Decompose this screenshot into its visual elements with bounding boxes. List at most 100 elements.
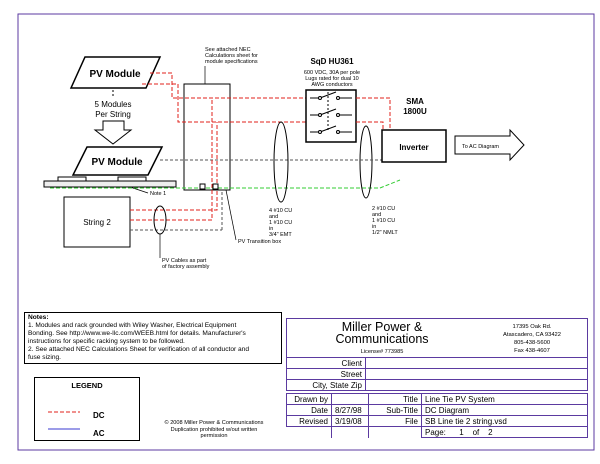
emt-line2: and (269, 214, 278, 220)
page-of: of (472, 427, 480, 437)
string2-box (63, 196, 131, 248)
racking-rail (43, 180, 177, 188)
date-label: Date (286, 404, 332, 416)
ground-wire-inverter (379, 179, 401, 189)
sma-brand: SMA (406, 97, 424, 106)
rack-clamp-2 (117, 176, 147, 182)
date-value: 8/27/98 (331, 404, 369, 416)
inverter-box (381, 129, 447, 163)
sqd-disconnect-box (305, 89, 357, 143)
file-label: File (368, 415, 422, 427)
company-name: Miller Power & Communications (287, 320, 477, 346)
copyright-notice: © 2008 Miller Power & Communications Dup… (150, 420, 278, 440)
note1-label: Note 1 (150, 191, 166, 197)
client-table: Client Street City, State Zip (286, 357, 588, 391)
title-label: Title (368, 393, 422, 405)
sqd-spec-line3: AWG conductors (311, 82, 353, 88)
note-line-4: 2. See attached NEC Calculations Sheet f… (28, 346, 250, 353)
file-value: SB Line tie 2 string.vsd (421, 415, 588, 427)
copyright-line1: © 2008 Miller Power & Communications (164, 420, 264, 426)
down-arrow-icon (93, 120, 133, 145)
nmlt-line3: 1 #10 CU (372, 218, 395, 224)
pv-module-bottom-label: PV Module (91, 157, 143, 168)
string2-label: String 2 (83, 218, 111, 227)
nec-note-line3: module specifications (205, 59, 258, 65)
sqd-spec-line2: Lugs rated for dual 10 (305, 76, 359, 82)
modules-per-string-line2: Per String (95, 110, 131, 119)
page-spacer-2 (331, 426, 369, 438)
address-fax: Fax 438-4607 (514, 348, 550, 354)
address-phone: 805-438-5600 (513, 340, 551, 346)
page-cell: Page: 1 of 2 (421, 426, 588, 438)
nmlt-line2: and (372, 212, 381, 218)
nmlt-line1: 2 #10 CU (372, 206, 395, 212)
pv-cables-line2: of factory assembly (162, 264, 210, 270)
nec-note-line2: Calculations sheet for (205, 53, 258, 59)
copyright-line3: permission (200, 433, 228, 439)
address-city: Atascadero, CA 93422 (502, 332, 561, 338)
pv-module-top (69, 56, 162, 89)
client-label: Client (286, 357, 366, 369)
legend-title: LEGEND (71, 381, 103, 390)
company-block: Miller Power & Communications License# 7… (286, 318, 588, 358)
emt-line5: 3/4" EMT (269, 232, 292, 238)
company-name-line2: Communications (335, 332, 429, 346)
page-border (17, 13, 595, 451)
pv-module-bottom (71, 146, 164, 176)
page-spacer-1 (286, 426, 332, 438)
terminal-1 (199, 183, 206, 190)
to-ac-label: To AC Diagram (462, 144, 499, 150)
street-value (365, 368, 588, 380)
subtitle-value: DC Diagram (421, 404, 588, 416)
nmlt-line5: 1/2" NMLT (372, 230, 398, 236)
dc-wire-s2-pos (130, 122, 218, 211)
note-line-5: fuse sizing. (28, 354, 61, 361)
page-total: 2 (488, 427, 493, 437)
title-value: Line Tie PV System (421, 393, 588, 405)
dc-wire-inv-pos (356, 97, 391, 135)
emt-conduit (273, 121, 289, 203)
dc-wire-top-neg (142, 83, 340, 123)
revised-label: Revised (286, 415, 332, 427)
company-address: 17395 Oak Rd. Atascadero, CA 93422 805-4… (477, 323, 587, 355)
company-license: License# 773985 (360, 349, 404, 355)
nmlt-line4: in (372, 224, 376, 230)
transition-box-leader (225, 189, 237, 241)
terminal-2 (212, 183, 219, 190)
note-line-1: 1. Modules and rack grounded with Wiley … (28, 322, 237, 329)
to-ac-arrow-icon (454, 128, 525, 162)
drawn-by-value (331, 393, 369, 405)
legend-ac-label: AC (93, 429, 105, 438)
address-street: 17395 Oak Rd. (512, 324, 552, 330)
rack-clamp-1 (57, 176, 87, 182)
pv-cables-line1: PV Cables as part (162, 258, 207, 264)
note1-leader (129, 186, 149, 194)
dc-wire-s2-neg (130, 98, 213, 221)
city-label: City, State Zip (286, 379, 366, 391)
page-label: Page: (425, 427, 446, 437)
notes-header: Notes: (28, 314, 49, 321)
city-value (365, 379, 588, 391)
emt-line4: in (269, 226, 273, 232)
subtitle-label: Sub-Title (368, 404, 422, 416)
pv-transition-box (183, 83, 231, 191)
client-value (365, 357, 588, 369)
emt-line3: 1 #10 CU (269, 220, 292, 226)
drawn-by-label: Drawn by (286, 393, 332, 405)
page-spacer-3 (368, 426, 422, 438)
modules-per-string-line1: 5 Modules (95, 100, 132, 109)
sma-model: 1800U (403, 107, 427, 116)
note-line-2: Bonding. See http://www.we-llc.com/WEEB.… (28, 330, 246, 337)
emt-line1: 4 #10 CU (269, 208, 292, 214)
drawing-info-table: Drawn by Title Line Tie PV System Date 8… (286, 393, 588, 438)
copyright-line2: Duplication prohibited w/out written (170, 426, 258, 433)
revised-value: 3/19/08 (331, 415, 369, 427)
legend-dc-label: DC (93, 411, 105, 420)
sqd-title: SqD HU361 (310, 57, 354, 66)
sqd-spec-line1: 600 VDC, 30A per pole (304, 70, 360, 76)
company-name-line1: Miller Power & (341, 320, 423, 334)
transition-box-label: PV Transition box (238, 239, 281, 245)
page-number: 1 (459, 427, 464, 437)
note-line-3: instructions for specific racking system… (28, 338, 185, 345)
